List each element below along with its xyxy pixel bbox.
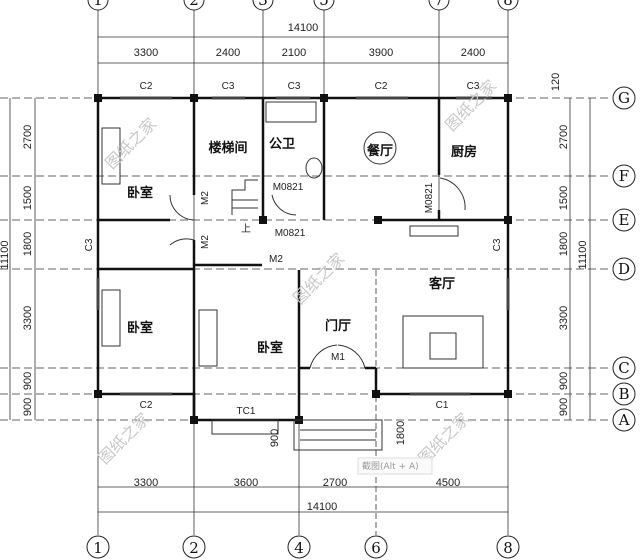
axis-label: 3	[258, 0, 268, 9]
dim-text: 14100	[307, 501, 338, 513]
door-label: M2	[200, 191, 211, 205]
axis-bubbles	[86, 0, 636, 559]
window-label: C3	[492, 238, 503, 251]
axis-label: 6	[371, 539, 381, 557]
door-label: M0821	[273, 182, 304, 193]
axis-label: A	[618, 411, 630, 429]
axis-label: 4	[294, 539, 304, 557]
room-toilet: 公卫	[269, 137, 295, 152]
dim-text: 900	[22, 398, 34, 416]
opening-labels: C2 C3 C3 C2 C3 C3 C3 C2 C1 TC1 M1 M2 M2 …	[84, 81, 503, 417]
axis-labels: 1 2 3 5 7 8 1 2 4 6 8 G F E D C B A	[93, 0, 630, 557]
window-label: TC1	[237, 406, 256, 417]
axis-label: 7	[434, 0, 444, 9]
axis-label: D	[618, 260, 630, 278]
axis-label: 8	[503, 0, 513, 9]
dim-text: 2700	[22, 125, 34, 149]
room-kitchen: 厨房	[451, 144, 477, 160]
dim-text: 3300	[134, 47, 158, 59]
fixtures-and-steps	[101, 101, 484, 451]
dim-text: 1800	[395, 421, 407, 445]
walls	[96, 96, 510, 422]
room-bedroom-top: 卧室	[127, 185, 153, 201]
door-label: M0821	[275, 228, 306, 239]
dim-text: 3300	[134, 477, 158, 489]
dim-text: 900	[558, 372, 570, 390]
dim-text: 4500	[436, 477, 460, 489]
room-dining: 餐厅	[366, 143, 393, 159]
dim-text: 2400	[461, 47, 485, 59]
window-label: C2	[375, 81, 388, 92]
dim-text: 120	[550, 73, 562, 91]
room-foyer: 门厅	[325, 318, 351, 334]
axis-label: B	[618, 385, 629, 403]
axis-label: 5	[319, 0, 329, 9]
windows	[96, 96, 510, 396]
columns	[94, 94, 512, 424]
dim-text: 2400	[216, 47, 240, 59]
dim-text: 900	[558, 398, 570, 416]
tooltip-text: 截图(Alt + A)	[362, 460, 419, 472]
door-label: M2	[200, 235, 211, 249]
dimensions: 14100 3300 2400 2100 3900 2400 3300 3600…	[0, 22, 589, 513]
window-label: C3	[222, 81, 235, 92]
window-label: C3	[467, 81, 480, 92]
axis-label: 1	[93, 0, 103, 9]
window-label: C3	[288, 81, 301, 92]
door-label: M1	[331, 352, 345, 363]
axis-label: 1	[93, 539, 103, 557]
door-label: M2	[269, 254, 283, 265]
watermark-text: 图纸之家	[101, 114, 160, 173]
axis-label: G	[618, 89, 630, 107]
room-bedroom-mid: 卧室	[257, 340, 283, 356]
dim-text: 2700	[323, 477, 347, 489]
axis-label: C	[618, 359, 629, 377]
room-bedroom-left: 卧室	[127, 320, 153, 336]
dim-text: 2700	[558, 125, 570, 149]
axis-label: F	[619, 167, 629, 185]
dim-text: 1800	[22, 232, 34, 256]
window-label: C2	[140, 400, 153, 411]
watermark-text: 图纸之家	[94, 409, 153, 468]
dim-text: 11100	[577, 241, 589, 270]
axis-label: E	[619, 211, 630, 229]
dim-text: 3300	[558, 306, 570, 330]
dim-text: 1500	[22, 186, 34, 210]
axis-label: 2	[189, 539, 199, 557]
window-label: C2	[140, 81, 153, 92]
room-living: 客厅	[429, 276, 455, 292]
stair-up-label: 上	[241, 223, 251, 235]
window-label: C3	[84, 238, 95, 251]
dim-text: 14100	[288, 22, 319, 34]
room-stair: 楼梯间	[208, 140, 247, 156]
axis-label: 2	[189, 0, 199, 9]
dim-text: 3600	[234, 477, 258, 489]
room-labels: 卧室 楼梯间 公卫 餐厅 厨房 客厅 门厅 卧室 卧室	[127, 137, 477, 356]
dim-text: 3900	[369, 47, 393, 59]
door-label: M0821	[424, 182, 435, 213]
dim-text: 3300	[22, 306, 34, 330]
screenshot-tooltip: 截图(Alt + A)	[357, 457, 433, 475]
dim-text: 2100	[282, 47, 306, 59]
axis-label: 8	[503, 539, 513, 557]
grid-lines	[0, 10, 610, 535]
dim-text: 1800	[558, 232, 570, 256]
dim-text: 900	[269, 429, 281, 447]
dim-text: 11100	[0, 241, 11, 270]
dim-text: 1500	[558, 186, 570, 210]
window-label: C1	[436, 400, 449, 411]
dim-text: 900	[22, 372, 34, 390]
